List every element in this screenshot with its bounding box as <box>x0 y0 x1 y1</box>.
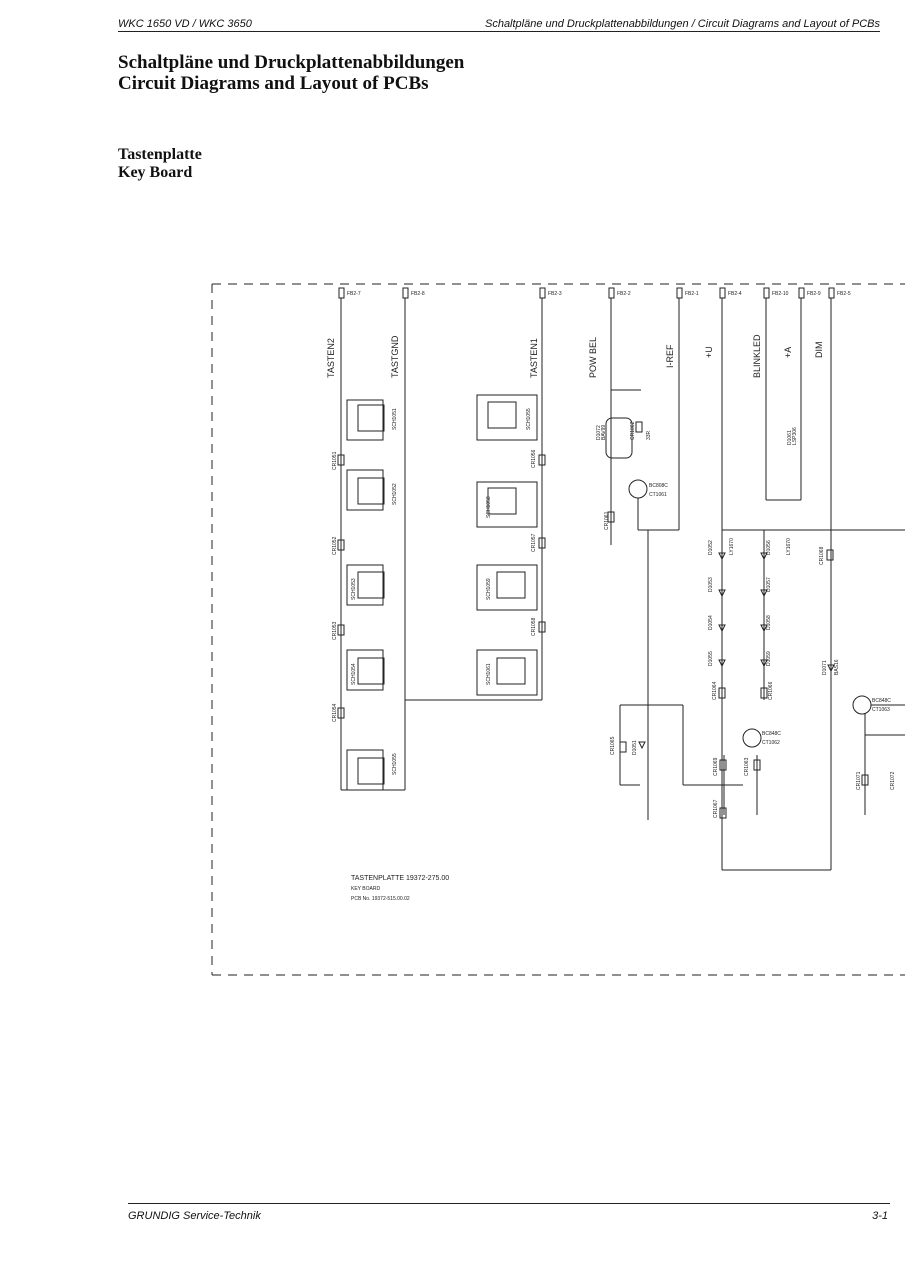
signal-label: +U <box>704 346 714 358</box>
led-label: D1057 <box>766 577 772 592</box>
connector-label: FB2-2 <box>617 291 631 297</box>
led-type: LY1670 <box>786 538 792 555</box>
connector-label: FB2-7 <box>347 291 361 297</box>
board-label-block: TASTENPLATTE 19372-275.00 KEY BOARD PCB … <box>351 875 449 902</box>
diode-label: D1061 <box>787 430 793 445</box>
header-model: WKC 1650 VD / WKC 3650 <box>118 18 252 30</box>
pcb-number: PCB No. 19372-515.00.02 <box>351 896 410 902</box>
resistor-value: 33R <box>646 430 652 440</box>
switch-label: SCH1058 <box>486 496 492 518</box>
connector-row <box>338 287 835 299</box>
connector-label: FB2-9 <box>807 291 821 297</box>
signal-labels: TASTEN2 TASTGND TASTEN1 POW BEL I-REF +U… <box>326 334 824 378</box>
signal-label: I-REF <box>665 344 675 368</box>
resistor-label: CR1072 <box>890 771 896 790</box>
switch-label: SCH1055 <box>526 408 532 430</box>
connector-label: FB2-1 <box>685 291 699 297</box>
connector-label: FB2-4 <box>728 291 742 297</box>
resistor-label: CR1065 <box>610 736 616 755</box>
signal-label: TASTEN1 <box>529 338 539 378</box>
powbel-circuit <box>605 389 648 530</box>
resistor-label: CR1062 <box>630 421 636 440</box>
resistor-label: CR1061 <box>604 511 610 530</box>
resistor-label: CR1058 <box>531 617 537 636</box>
section-title-de: Tastenplatte <box>118 146 202 163</box>
diode-label: D1071 <box>822 660 828 675</box>
resistor-label: CR1068 <box>819 546 825 565</box>
resistor-label: CR1056 <box>531 449 537 468</box>
connector-label: FB2-10 <box>772 291 789 297</box>
powbel-labels: D1072 BAV99 CR1062 33R BC808C CT1061 D10… <box>596 421 798 498</box>
resistor-label: CR1064 <box>712 681 718 700</box>
switch-label: SCH1054 <box>351 663 357 685</box>
connector-label: FB2-5 <box>837 291 851 297</box>
switch-label: SCH1061 <box>486 663 492 685</box>
transistor-label: BC848C <box>872 698 891 704</box>
transistor-type: CT1063 <box>872 707 890 713</box>
led-label: D1059 <box>766 651 772 666</box>
switch-column-right <box>476 394 546 696</box>
page-title: Schaltpläne und Druckplattenabbildungen … <box>118 52 464 94</box>
bus-lines <box>340 298 905 871</box>
footer-rule <box>128 1203 890 1204</box>
transistor-label: CT1061 <box>649 492 667 498</box>
board-label: TASTENPLATTE 19372-275.00 <box>351 875 449 882</box>
diode-label: BAV99 <box>601 425 607 440</box>
switch-label: SCH1053 <box>351 578 357 600</box>
connector-labels: FB2-7 FB2-8 FB2-3 FB2-2 FB2-1 FB2-4 FB2-… <box>347 291 851 297</box>
switch-labels-left: SCH1051 SCH1052 SCH1053 SCH1054 SCH1055 … <box>332 408 398 775</box>
led-label: D1053 <box>708 577 714 592</box>
resistor-label: CR1054 <box>332 703 338 722</box>
board-sub: KEY BOARD <box>351 886 380 892</box>
switch-label: SCH1051 <box>392 408 398 430</box>
transistor-type: CT1062 <box>762 740 780 746</box>
signal-label: TASTEN2 <box>326 338 336 378</box>
led-ladder <box>619 530 905 820</box>
signal-label: POW BEL <box>588 337 598 378</box>
resistor-label: CR1066 <box>768 681 774 700</box>
resistor-label: CR1052 <box>332 536 338 555</box>
resistor-label: CR1063 <box>744 757 750 776</box>
led-label: D1056 <box>766 540 772 555</box>
signal-label: TASTGND <box>390 335 400 378</box>
connector-label: FB2-8 <box>411 291 425 297</box>
footer-brand: GRUNDIG Service-Technik <box>128 1210 261 1222</box>
signal-label: BLINKLED <box>752 334 762 378</box>
resistor-label: CR1067 <box>713 799 719 818</box>
signal-label: DIM <box>814 342 824 359</box>
header-rule <box>118 31 880 32</box>
led-label: D1054 <box>708 615 714 630</box>
resistor-label: CR1053 <box>332 621 338 640</box>
section-title: Tastenplatte Key Board <box>118 146 202 182</box>
page-title-de: Schaltpläne und Druckplattenabbildungen <box>118 52 465 73</box>
switch-label: SCH1052 <box>392 483 398 505</box>
led-labels: D1052 D1056 D1053 D1057 D1054 D1058 D105… <box>604 511 896 818</box>
transistor-type: BC808C <box>649 483 668 489</box>
switch-label: SCH1055 <box>392 753 398 775</box>
diode-label: D1051 <box>632 740 638 755</box>
diode-label: LSP306 <box>792 427 798 445</box>
section-title-en: Key Board <box>118 164 193 181</box>
resistor-label: CR1069 <box>713 757 719 776</box>
led-label: D1055 <box>708 651 714 666</box>
transistor-label: BC848C <box>762 731 781 737</box>
resistor-label: CR1071 <box>856 771 862 790</box>
switch-column-left <box>337 399 385 791</box>
resistor-label: CR1057 <box>531 533 537 552</box>
diode-label: D1072 <box>596 425 602 440</box>
switch-labels-right: SCH1055 SCH1058 SCH1059 SCH1061 CR1056 C… <box>486 408 537 685</box>
header-section-title: Schaltpläne und Druckplattenabbildungen … <box>484 18 880 30</box>
diode-type: BAS16 <box>834 659 840 675</box>
led-type: LY1670 <box>729 538 735 555</box>
connector-label: FB2-3 <box>548 291 562 297</box>
switch-label: SCH1059 <box>486 578 492 600</box>
board-outline <box>211 283 905 976</box>
led-label: D1058 <box>766 615 772 630</box>
resistor-label: CR1051 <box>332 451 338 470</box>
led-label: D1052 <box>708 540 714 555</box>
page-number: 3-1 <box>872 1210 888 1222</box>
signal-label: +A <box>783 347 793 358</box>
page-title-en: Circuit Diagrams and Layout of PCBs <box>118 73 429 94</box>
